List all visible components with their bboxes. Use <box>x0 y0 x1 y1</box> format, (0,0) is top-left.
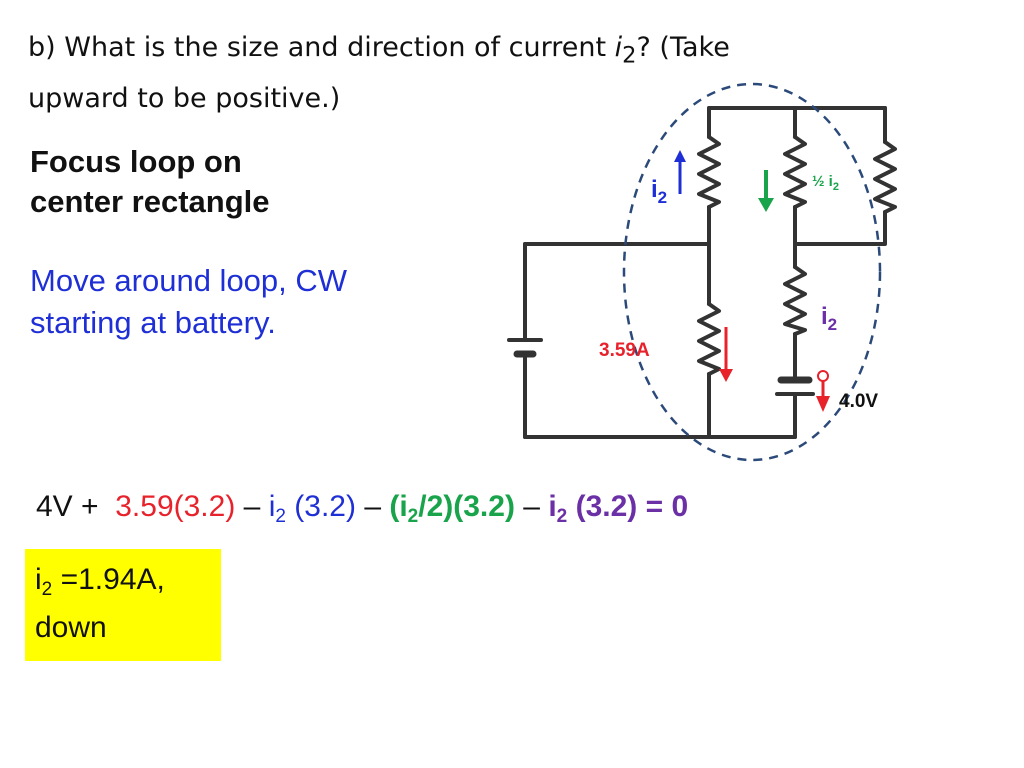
focus-line2: center rectangle <box>30 184 270 219</box>
label-i2-right: i2 <box>821 303 837 334</box>
left-battery <box>507 338 543 358</box>
label-3-59A: 3.59A <box>599 340 650 361</box>
resistor-top-right <box>873 140 897 214</box>
answer-var: i <box>35 563 42 596</box>
answer-direction: down <box>35 611 107 644</box>
question-variable-sub: 2 <box>622 42 637 69</box>
eq-minus-2: – <box>364 490 381 523</box>
label-half-i2: ½ i2 <box>812 173 839 193</box>
focus-heading: Focus loop on center rectangle <box>30 142 270 222</box>
resistor-right-lower <box>783 265 807 336</box>
answer-box: i2 =1.94A, down <box>25 549 221 661</box>
eq-minus-3: – <box>523 490 540 523</box>
arrow-down-red-small <box>816 370 830 412</box>
move-line1: Move around loop, CW <box>30 263 348 298</box>
question-line2: upward to be positive.) <box>28 83 341 115</box>
eq-term-3-59: 3.59(3.2) <box>115 490 236 523</box>
eq-term-half-i2: (i2/2)(3.2) <box>389 490 515 527</box>
answer-sub: 2 <box>41 579 53 600</box>
resistor-top-middle <box>783 135 807 209</box>
question-rest: ? (Take <box>636 32 730 63</box>
arrow-down-red <box>719 327 733 382</box>
eq-minus-1: – <box>243 490 261 523</box>
question-part: b) What is the size and direction of cur… <box>28 32 607 63</box>
eq-term-4v: 4V + <box>36 490 99 523</box>
focus-line1: Focus loop on <box>30 144 242 179</box>
eq-term-i2: i2 <box>268 490 286 527</box>
circuit-diagram: i2 ½ i2 i2 3.59A 4.0V <box>507 82 897 462</box>
eq-term-i2-last: i2 (3.2) = 0 <box>548 490 689 527</box>
arrow-down-green <box>758 170 774 212</box>
label-4-0V: 4.0V <box>839 391 878 412</box>
label-i2-left: i2 <box>651 176 667 207</box>
far-right-wire <box>793 106 887 246</box>
arrow-up-blue <box>674 150 686 194</box>
question-variable: i <box>614 32 623 63</box>
answer-value: =1.94A, <box>60 563 165 596</box>
focus-loop-ellipse <box>622 82 882 462</box>
right-battery <box>775 376 815 396</box>
move-line2: starting at battery. <box>30 305 276 340</box>
move-instruction: Move around loop, CW starting at battery… <box>30 260 347 344</box>
question-text: b) What is the size and direction of cur… <box>28 26 928 121</box>
resistor-top-left <box>697 135 721 209</box>
eq-term-i2-factor: (3.2) <box>294 490 356 523</box>
loop-equation: 4V + 3.59(3.2) – i2 (3.2) – (i2/2)(3.2) … <box>36 490 688 528</box>
resistor-center-lower <box>697 302 721 376</box>
